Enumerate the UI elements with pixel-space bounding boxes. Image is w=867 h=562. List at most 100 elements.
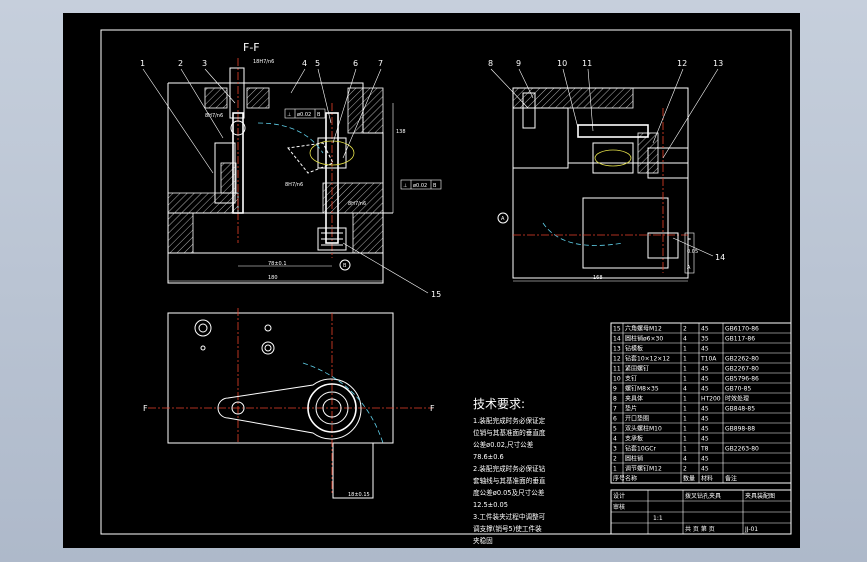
dim-138: 138 [396,129,406,135]
bom-cell-no: 2 [613,456,617,463]
datum-a: A [501,216,505,222]
bom-cell-std: GB117-86 [725,336,755,343]
datum-b: B [343,263,347,269]
gdt-frame-1: ⊥ ø0.02 B [284,108,326,119]
bom-cell-mat: 45 [701,406,709,413]
bom-cell-mat: HT200 [701,396,721,403]
tech-line: 公差ø0.02,尺寸公差 [473,440,534,449]
bom-cell-qty: 1 [683,356,687,363]
bom-cell-mat: 材料 [701,475,713,483]
bom-cell-std: GB898-88 [725,426,755,433]
dim-168: 168 [593,275,603,281]
bom-cell-name: 钻模板 [625,345,643,353]
balloon-13: 13 [713,59,723,68]
bom-cell-qty: 4 [683,336,687,343]
fit-mid: 8H7/n6 [285,182,303,188]
bom-cell-std: GB5796-86 [725,376,759,383]
bom-cell-no: 15 [613,326,621,333]
bom-cell-std: GB70-85 [725,386,751,393]
bom-cell-no: 4 [613,436,617,443]
bom-header-row: 序号名称数量材料备注 [611,475,791,484]
tech-line: 78.6±0.6 [473,453,504,461]
bom-cell-name: 圆柱销 [625,455,643,463]
bom-cell-mat: 35 [701,336,709,343]
bom-cell-std: GB2267-80 [725,366,759,373]
bom-cell-qty: 1 [683,436,687,443]
balloon-5: 5 [315,59,320,68]
bom-cell-qty: 1 [683,446,687,453]
tech-line: 2.装配完成时务必保证钻 [473,464,546,473]
balloon-4: 4 [302,59,307,68]
tech-line: 1.装配完成时务必保证定 [473,416,546,425]
bom-row: 7 垫片 1 45 GB848-85 [611,405,791,414]
bom-cell-std: GB848-85 [725,406,755,413]
side-view: A 168 = 0.05 A [497,87,698,282]
tech-line: 度公差ø0.05及尺寸公差 [473,488,545,497]
cad-drawing: F-F 78±0.1 180 [100,29,792,545]
bom-cell-mat: 45 [701,416,709,423]
balloon-10: 10 [557,59,567,68]
bom-cell-no: 7 [613,406,617,413]
dim-18: 18±0.15 [348,492,370,498]
bom-cell-no: 11 [613,366,621,373]
bom-cell-name: 名称 [625,475,637,483]
bom-cell-name: 螺钉M8×35 [625,385,659,393]
plan-view: F F 18±0.15 [143,308,435,499]
title-block: 设计 审核 拨叉钻孔夹具 夹具装配图 1:1 共 页 第 页 JJ-01 [610,489,792,535]
cut-mark-left: F [143,404,148,413]
tb-sheet: 共 页 第 页 [685,525,715,533]
bom-cell-qty: 4 [683,386,687,393]
bom-cell-no: 3 [613,446,617,453]
bom-cell-qty: 1 [683,426,687,433]
bom-cell-no: 13 [613,346,621,353]
bom-cell-name: 六角螺母M12 [625,325,662,333]
fit-top: 18H7/n6 [253,59,274,65]
bom-cell-mat: T8 [700,446,709,453]
drawing-sheet: F-F 78±0.1 180 [63,13,800,548]
bom-cell-no: 10 [613,376,621,383]
bom-cell-name: 钻套10×12×12 [625,355,670,363]
fit-right: 8H7/n6 [348,201,366,207]
bom-cell-name: 开口垫圈 [625,415,649,423]
bom-cell-name: 调节螺钉M12 [625,465,662,473]
bom-cell-mat: 45 [701,426,709,433]
svg-text:B: B [317,112,321,118]
tb-title: 夹具装配图 [745,492,775,500]
bom-cell-name: 钻套10GCr [625,445,656,453]
balloon-12: 12 [677,59,687,68]
balloon-11: 11 [582,59,592,68]
balloon-14: 14 [715,253,725,262]
tech-line: 位销与其基准面的垂直度 [473,428,546,437]
bom-cell-mat: T10A [700,356,717,363]
bom-cell-std: GB6170-86 [725,326,759,333]
bom-cell-no: 1 [613,466,617,473]
bom-cell-mat: 45 [701,386,709,393]
bom-cell-qty: 1 [683,406,687,413]
tech-line: 12.5±0.05 [473,501,508,509]
tech-line: 调支撑(销号5)使工件装 [473,524,542,533]
dim-78: 78±0.1 [268,261,287,267]
tb-designer: 设计 [613,492,625,500]
tech-requirements: 技术要求: 1.装配完成时务必保证定 位销与其基准面的垂直度 公差ø0.02,尺… [473,397,546,545]
bom-cell-qty: 1 [683,396,687,403]
bom-cell-std: GB2262-80 [725,356,759,363]
balloon-15: 15 [431,290,441,299]
bom-cell-mat: 45 [701,436,709,443]
bom-cell-mat: 45 [701,456,709,463]
cut-mark-right: F [430,404,435,413]
bom-cell-qty: 1 [683,416,687,423]
bom-cell-name: 垫片 [625,405,637,413]
bom-cell-qty: 1 [683,376,687,383]
fit-left: 8H7/n6 [205,113,223,119]
bom-cell-no: 5 [613,426,617,433]
bom-cell-no: 序号 [613,475,625,483]
bom-cell-qty: 1 [683,366,687,373]
dim-180: 180 [268,275,278,281]
